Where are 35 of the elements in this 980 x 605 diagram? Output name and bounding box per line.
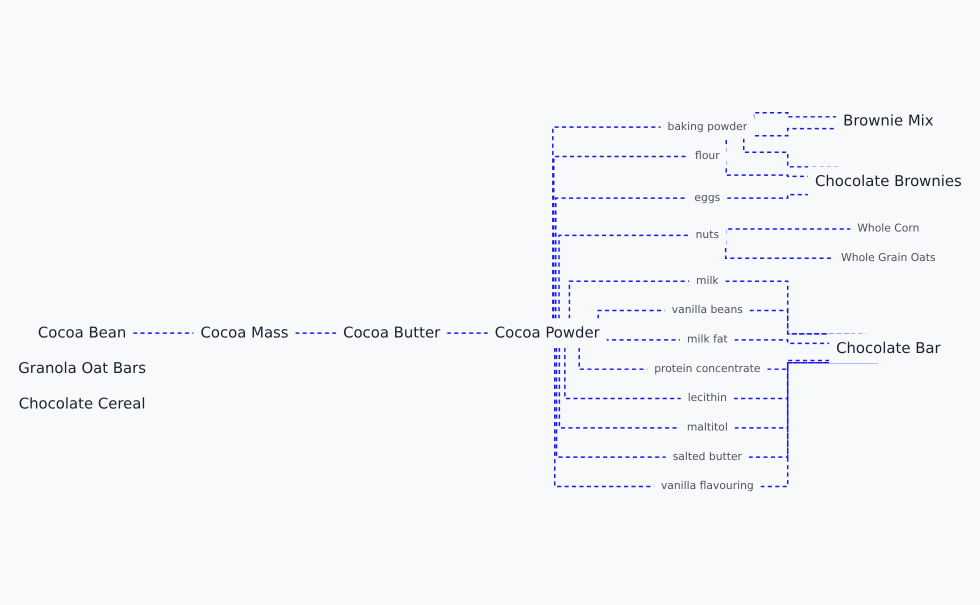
connector (553, 156, 688, 319)
connector (734, 339, 830, 344)
connector (753, 112, 837, 120)
connector (766, 360, 830, 370)
connector (552, 126, 661, 319)
node-text: Chocolate Cereal (18, 396, 146, 414)
node-text: Cocoa Butter (343, 324, 440, 342)
connector (294, 332, 336, 334)
node-text: Brownie Mix (843, 112, 934, 130)
connector (724, 280, 867, 335)
connector (556, 348, 666, 458)
node-text: milk fat (687, 334, 728, 346)
connector (558, 234, 690, 319)
node-text: lecithin (688, 392, 727, 405)
node-text: vanilla flavouring (660, 480, 754, 493)
connector (564, 348, 682, 400)
connector (568, 280, 690, 319)
connector (558, 348, 680, 429)
node-text: salted butter (672, 451, 742, 464)
connector (726, 194, 808, 200)
node-text: maltitol (686, 422, 728, 434)
node-text: Granola Oat Bars (18, 360, 146, 378)
node-text: Cocoa Bean (38, 324, 126, 342)
node-text: eggs (694, 192, 720, 204)
connector (606, 338, 680, 341)
node-text: Whole Corn (857, 222, 920, 236)
node-text: vanilla beans (672, 304, 743, 317)
connector (132, 332, 194, 334)
node-text: protein concentrate (654, 363, 760, 376)
connector (742, 138, 838, 168)
node-text: milk (696, 275, 719, 288)
node-text: Whole Grain Oats (841, 252, 936, 265)
connector (748, 310, 850, 335)
node-text: Cocoa Mass (200, 324, 289, 342)
connector (446, 332, 488, 334)
